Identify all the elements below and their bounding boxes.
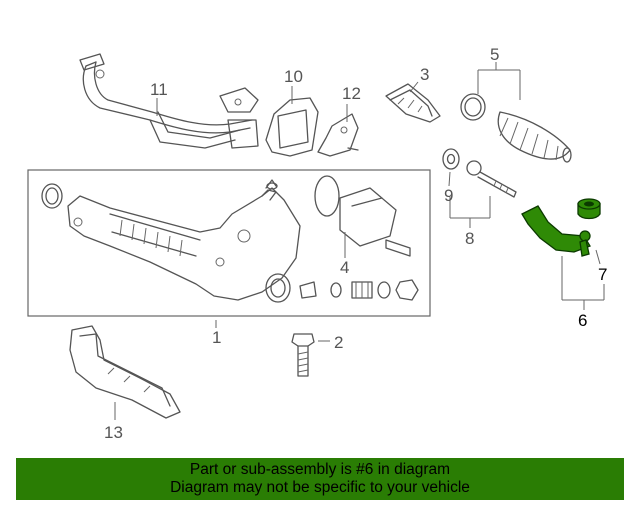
callout-13[interactable]: 13 [104, 423, 123, 442]
cover-bracket-part[interactable] [265, 97, 319, 157]
tie-rod-end-part[interactable] [521, 205, 591, 257]
boot-cover-part[interactable] [385, 83, 441, 123]
leader-lines [114, 62, 605, 420]
callout-10[interactable]: 10 [284, 67, 303, 86]
callouts: 11 10 12 3 5 9 8 4 1 2 13 7 6 [104, 45, 607, 442]
callout-6[interactable]: 6 [578, 311, 587, 330]
callout-4[interactable]: 4 [340, 258, 349, 277]
callout-9[interactable]: 9 [444, 186, 453, 205]
callout-7[interactable]: 7 [598, 265, 607, 284]
small-bracket-part[interactable] [317, 113, 359, 157]
rack-guide-part[interactable] [314, 175, 411, 257]
bellows-boot-part[interactable] [460, 93, 572, 163]
castle-nut-part[interactable] [577, 198, 601, 220]
lower-cover-part[interactable] [69, 325, 181, 419]
lock-washer-part[interactable] [442, 148, 460, 170]
mounting-bolt-part[interactable] [291, 333, 315, 377]
callout-5[interactable]: 5 [490, 45, 499, 64]
callout-11[interactable]: 11 [150, 80, 168, 99]
callout-8[interactable]: 8 [465, 229, 474, 248]
callout-3[interactable]: 3 [420, 65, 429, 84]
callout-1[interactable]: 1 [212, 328, 221, 347]
steering-gear-box [27, 169, 431, 317]
wiring-harness-part[interactable] [79, 53, 259, 149]
steering-rack-part[interactable] [41, 179, 419, 303]
parts-diagram: 11 10 12 3 5 9 8 4 1 2 13 7 6 [27, 45, 607, 442]
callout-2[interactable]: 2 [334, 333, 343, 352]
tie-rod-part[interactable] [466, 160, 517, 198]
callout-12[interactable]: 12 [342, 84, 361, 103]
banner-line-2: Diagram may not be specific to your vehi… [170, 479, 470, 496]
info-banner: Part or sub-assembly is #6 in diagram Di… [16, 458, 624, 500]
banner-line-1: Part or sub-assembly is #6 in diagram [189, 461, 451, 478]
